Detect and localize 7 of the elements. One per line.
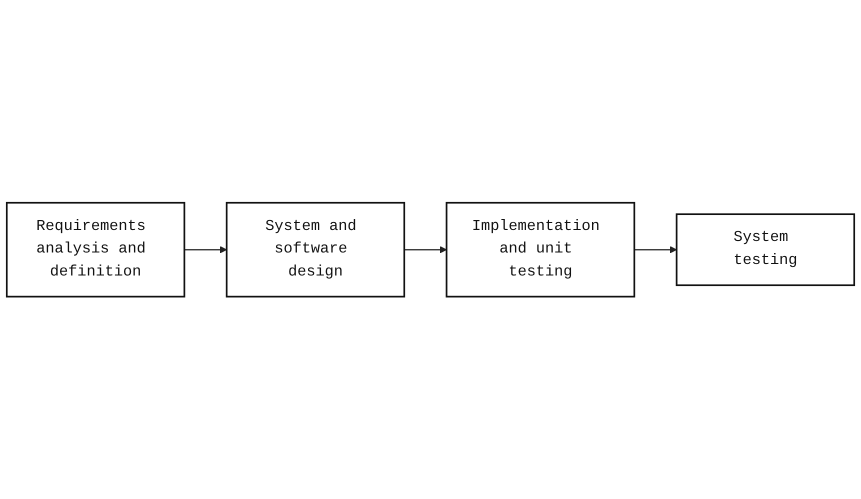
arrow [634, 246, 677, 254]
node-box: System and software design [226, 202, 406, 298]
node-box: Implementation and unit testing [446, 202, 636, 298]
node-box: Requirements analysis and definition [6, 202, 186, 298]
node-box: System testing [676, 213, 856, 286]
arrow [184, 246, 227, 254]
arrow [404, 246, 447, 254]
